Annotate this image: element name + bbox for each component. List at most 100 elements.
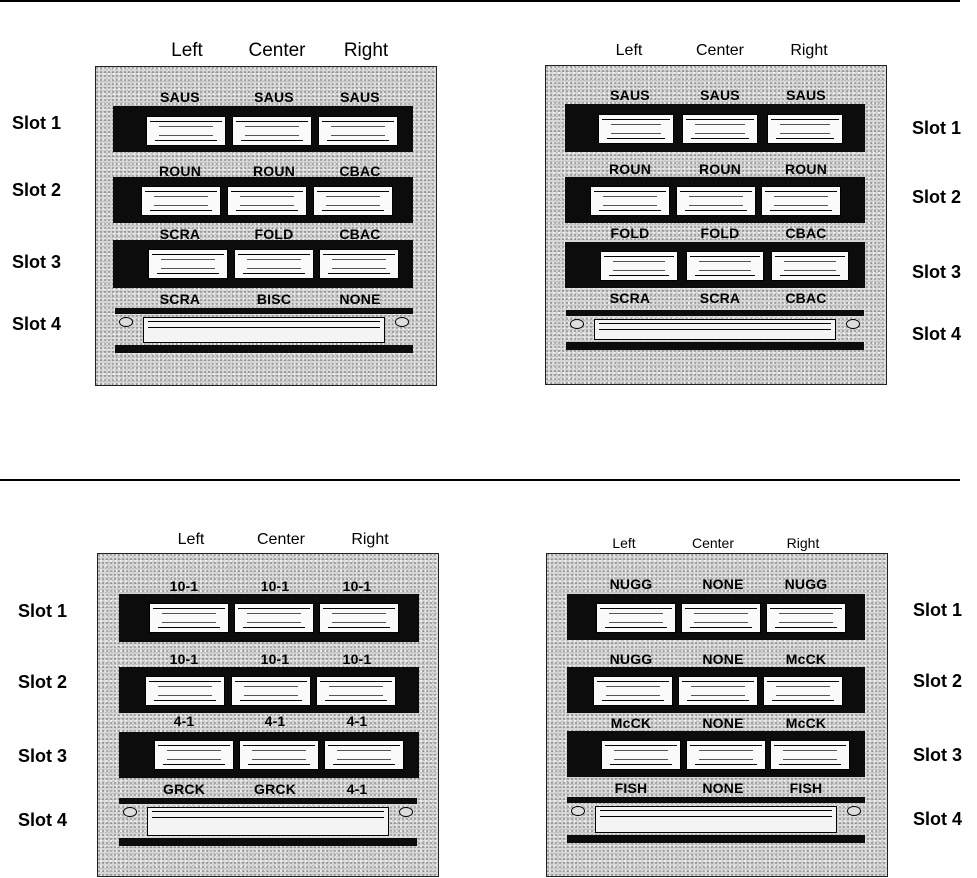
column-header-right: Right bbox=[790, 42, 828, 59]
pan-left bbox=[593, 676, 673, 706]
pan-inner bbox=[332, 259, 386, 269]
pan-label-slot2-center: ROUN bbox=[252, 163, 296, 179]
pan-label-slot4-left: SCRA bbox=[159, 291, 201, 307]
pan-inner bbox=[691, 686, 745, 696]
pan-inner bbox=[694, 613, 748, 623]
long-tray bbox=[147, 807, 389, 836]
slot-label-3: Slot 3 bbox=[18, 746, 68, 766]
pan-left bbox=[154, 740, 234, 770]
slot-label-2: Slot 2 bbox=[913, 671, 963, 691]
pan-inner bbox=[326, 196, 380, 206]
pan-label-slot3-left: McCK bbox=[610, 715, 652, 731]
tray-knob-left bbox=[123, 807, 137, 817]
slot-label-2: Slot 2 bbox=[18, 672, 68, 692]
pan-inner bbox=[337, 750, 391, 760]
tray-rail-top bbox=[566, 310, 864, 316]
slot-label-3: Slot 3 bbox=[12, 252, 62, 272]
pan-inner bbox=[247, 613, 301, 623]
pan-label-slot4-center: BISC bbox=[256, 291, 292, 307]
pan-label-slot2-left: 10-1 bbox=[169, 651, 199, 667]
tray-rail-bottom bbox=[567, 835, 865, 843]
pan-label-slot2-right: McCK bbox=[785, 651, 827, 667]
pan-label-slot3-left: SCRA bbox=[159, 226, 201, 242]
pan-center bbox=[227, 186, 307, 216]
pan-inner bbox=[332, 613, 386, 623]
column-header-left: Left bbox=[615, 42, 643, 59]
slot-label-2: Slot 2 bbox=[12, 180, 62, 200]
long-tray bbox=[594, 319, 836, 340]
pan-inner bbox=[606, 686, 660, 696]
slot-4-tray-bar bbox=[566, 310, 864, 350]
pan-label-slot4-right: 4-1 bbox=[346, 781, 368, 797]
pan-right bbox=[771, 251, 849, 281]
pan-inner bbox=[252, 750, 306, 760]
pan-label-slot1-center: NONE bbox=[702, 576, 744, 592]
middle-divider bbox=[0, 479, 960, 481]
column-header-left: Left bbox=[171, 40, 203, 61]
pan-label-slot1-center: SAUS bbox=[700, 87, 740, 103]
tray-knob-right bbox=[395, 317, 409, 327]
column-header-right: Right bbox=[343, 40, 389, 61]
slot-label-1: Slot 1 bbox=[18, 601, 68, 621]
pan-left bbox=[148, 249, 228, 279]
pan-inner bbox=[167, 750, 221, 760]
pan-inner bbox=[158, 686, 212, 696]
column-header-center: Center bbox=[695, 42, 745, 59]
pan-label-slot3-center: FOLD bbox=[254, 226, 294, 242]
pan-label-slot2-left: ROUN bbox=[158, 163, 202, 179]
pan-right bbox=[319, 603, 399, 633]
pan-center bbox=[676, 186, 756, 216]
pan-center bbox=[678, 676, 758, 706]
pan-right bbox=[767, 114, 843, 144]
pan-label-slot4-left: GRCK bbox=[162, 781, 206, 797]
pan-inner bbox=[780, 124, 830, 134]
pan-center bbox=[234, 603, 314, 633]
slot-label-3: Slot 3 bbox=[913, 745, 963, 765]
pan-label-slot2-center: ROUN bbox=[698, 161, 742, 177]
pan-label-slot4-right: NONE bbox=[339, 291, 381, 307]
pan-left bbox=[600, 251, 678, 281]
pan-label-slot1-right: SAUS bbox=[786, 87, 826, 103]
slot-label-1: Slot 1 bbox=[913, 600, 963, 620]
pan-label-slot1-left: SAUS bbox=[160, 89, 200, 105]
pan-inner bbox=[162, 613, 216, 623]
tray-rail-bottom bbox=[115, 345, 413, 353]
column-header-left: Left bbox=[612, 535, 636, 551]
pan-center bbox=[686, 740, 766, 770]
pan-inner bbox=[695, 124, 745, 134]
slot-4-tray-bar bbox=[567, 797, 865, 843]
pan-inner bbox=[609, 613, 663, 623]
pan-inner bbox=[245, 126, 299, 136]
pan-label-slot1-right: SAUS bbox=[340, 89, 380, 105]
pan-label-slot2-center: 10-1 bbox=[260, 651, 290, 667]
pan-inner bbox=[244, 686, 298, 696]
pan-inner bbox=[161, 259, 215, 269]
pan-label-slot2-right: ROUN bbox=[784, 161, 828, 177]
pan-inner bbox=[329, 686, 383, 696]
slot-label-2: Slot 2 bbox=[912, 187, 962, 207]
pan-label-slot3-right: 4-1 bbox=[346, 713, 368, 729]
pan-inner bbox=[699, 261, 751, 271]
pan-right bbox=[761, 186, 841, 216]
pan-left bbox=[590, 186, 670, 216]
slot-label-4: Slot 4 bbox=[18, 810, 68, 830]
pan-center bbox=[682, 114, 758, 144]
pan-label-slot4-center: NONE bbox=[702, 780, 744, 796]
pan-label-slot4-left: FISH bbox=[614, 780, 648, 796]
pan-left bbox=[141, 186, 221, 216]
column-header-center: Center bbox=[248, 40, 306, 61]
slot-label-1: Slot 1 bbox=[12, 113, 62, 133]
pan-label-slot2-center: NONE bbox=[702, 651, 744, 667]
tray-rail-top bbox=[115, 308, 413, 314]
pan-label-slot3-center: 4-1 bbox=[264, 713, 286, 729]
long-tray bbox=[143, 317, 385, 343]
pan-label-slot1-center: SAUS bbox=[254, 89, 294, 105]
tray-knob-left bbox=[570, 319, 584, 329]
slot-label-1: Slot 1 bbox=[912, 118, 962, 138]
pan-inner bbox=[699, 750, 753, 760]
pan-center bbox=[681, 603, 761, 633]
pan-label-slot3-left: 4-1 bbox=[173, 713, 195, 729]
pan-left bbox=[601, 740, 681, 770]
pan-inner bbox=[331, 126, 385, 136]
tray-rail-top bbox=[119, 798, 417, 804]
